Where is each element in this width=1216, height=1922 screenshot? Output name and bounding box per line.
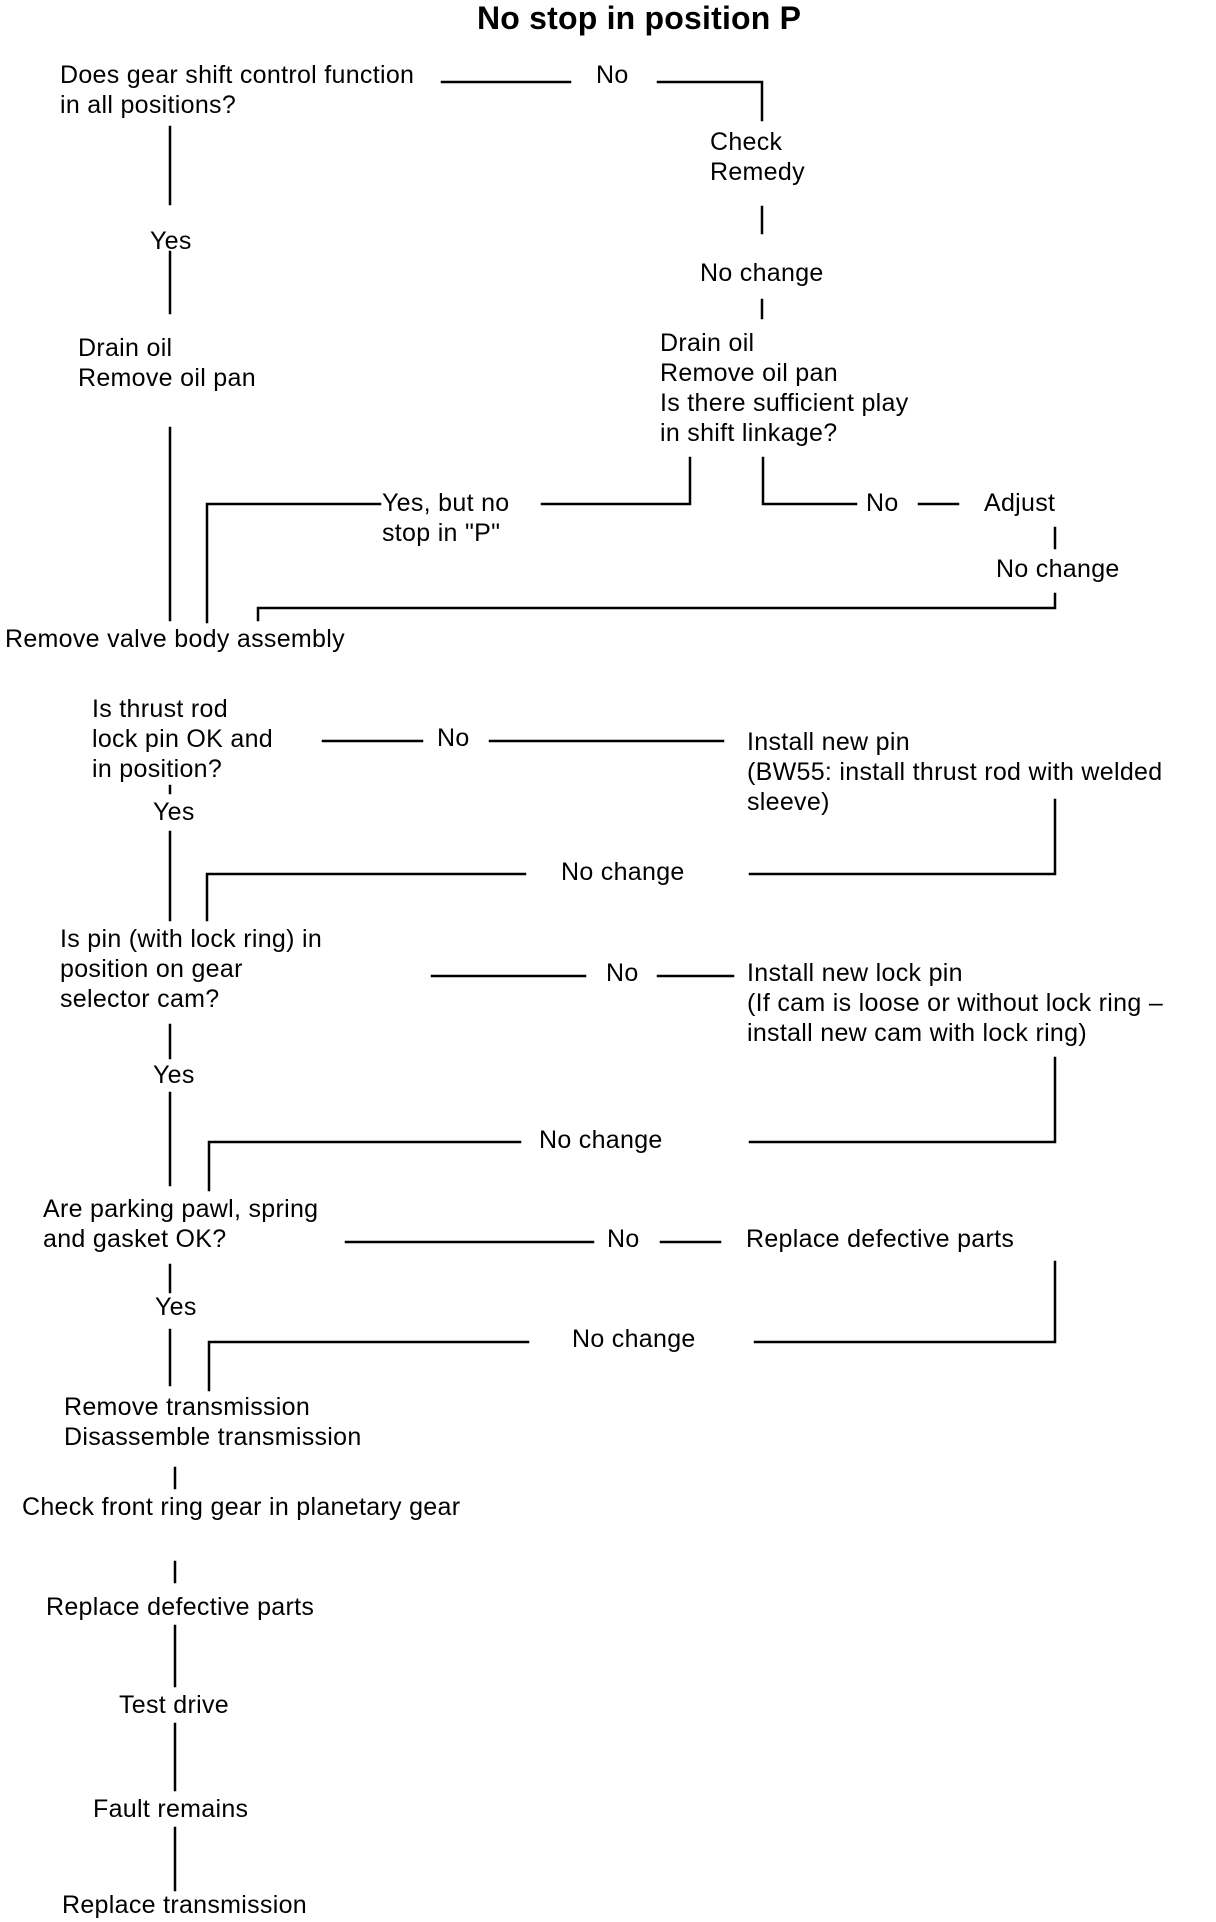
step-remove-transmission: Remove transmission Disassemble transmis… (64, 1393, 362, 1451)
connector (205, 502, 382, 624)
connector (748, 798, 1057, 876)
label-no-change: No change (996, 555, 1120, 583)
connector (748, 1056, 1057, 1144)
label-yes: Yes (153, 1061, 195, 1089)
connector (256, 592, 1057, 622)
label-yes-but-no-stop: Yes, but no stop in "P" (382, 489, 510, 547)
connector (656, 80, 764, 122)
label-fault-remains: Fault remains (93, 1795, 249, 1823)
question-shift-linkage: Drain oil Remove oil pan Is there suffic… (660, 329, 909, 447)
step-drain-oil-left: Drain oil Remove oil pan (78, 334, 256, 392)
label-no: No (607, 1225, 640, 1253)
label-no-change: No change (700, 259, 824, 287)
step-adjust: Adjust (984, 489, 1056, 517)
step-replace-defective-parts: Replace defective parts (46, 1593, 315, 1621)
step-check-ring-gear: Check front ring gear in planetary gear (22, 1493, 461, 1521)
label-no-change: No change (572, 1325, 696, 1353)
label-no-change: No change (539, 1126, 663, 1154)
label-no: No (596, 61, 629, 89)
step-remove-valve-body: Remove valve body assembly (5, 625, 345, 653)
label-yes: Yes (153, 798, 195, 826)
question-thrust-rod: Is thrust rod lock pin OK and in positio… (92, 695, 273, 783)
connector (761, 456, 858, 506)
label-yes: Yes (150, 227, 192, 255)
question-gear-shift: Does gear shift control function in all … (60, 61, 415, 119)
step-check-remedy: Check Remedy (710, 128, 805, 186)
connector (207, 1140, 522, 1192)
step-test-drive: Test drive (119, 1691, 229, 1719)
connector (205, 872, 527, 922)
question-parking-pawl: Are parking pawl, spring and gasket OK? (43, 1195, 319, 1253)
label-no: No (866, 489, 899, 517)
step-install-new-lock-pin: Install new lock pin (If cam is loose or… (747, 959, 1164, 1047)
page-title: No stop in position P (477, 0, 802, 36)
label-no: No (606, 959, 639, 987)
connector (207, 1340, 530, 1392)
label-no: No (437, 724, 470, 752)
step-replace-transmission: Replace transmission (62, 1891, 307, 1919)
connector (540, 456, 692, 506)
step-install-new-pin: Install new pin (BW55: install thrust ro… (747, 728, 1163, 816)
step-replace-defective-parts: Replace defective parts (746, 1225, 1015, 1253)
question-pin-lock-ring: Is pin (with lock ring) in position on g… (60, 925, 323, 1013)
label-yes: Yes (155, 1293, 197, 1321)
connector (753, 1260, 1057, 1344)
label-no-change: No change (561, 858, 685, 886)
